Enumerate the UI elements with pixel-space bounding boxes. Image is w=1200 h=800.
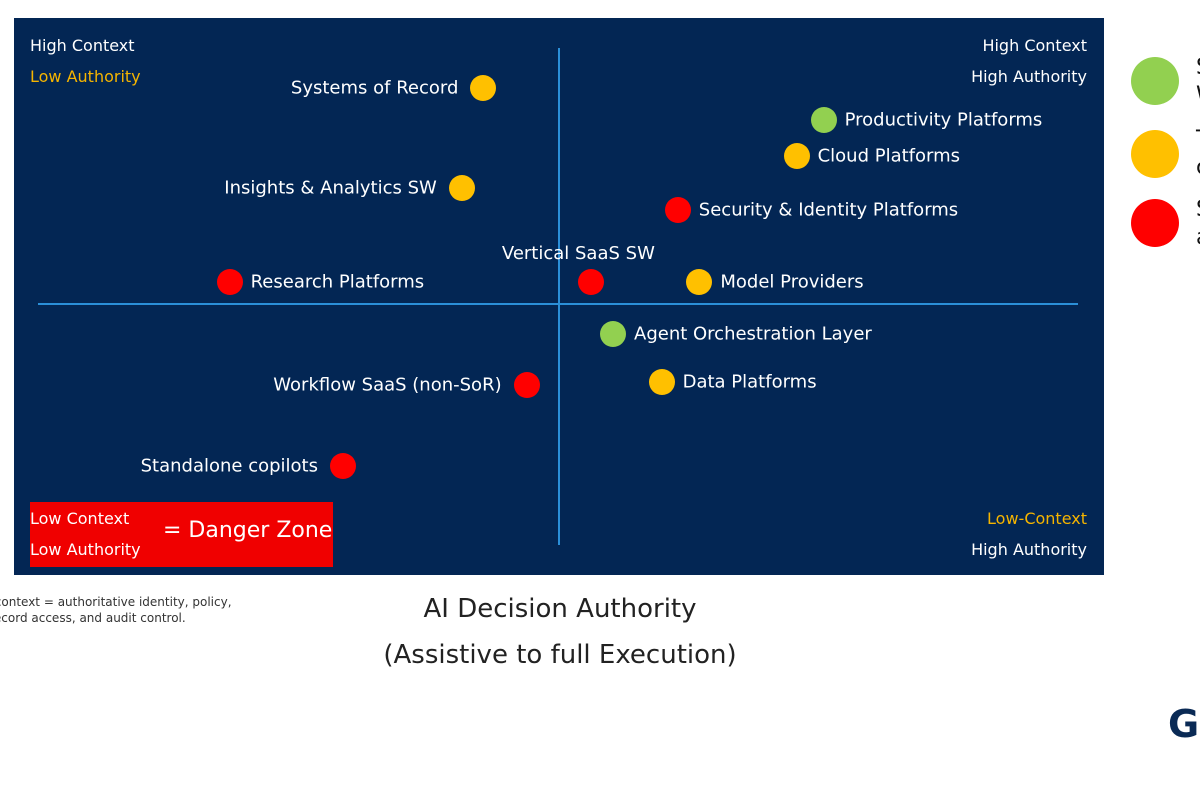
legend-red-line-2: a	[1196, 224, 1200, 252]
brand-logo-text: G	[1168, 702, 1200, 746]
legend-yellow-text: T c	[1196, 126, 1200, 182]
data-point-label: Cloud Platforms	[817, 145, 961, 166]
footnote-line-2: of-record access, and audit control.	[0, 611, 186, 625]
data-point-marker	[470, 75, 497, 101]
legend-yellow-line-2: c	[1196, 154, 1200, 182]
data-point-marker	[513, 372, 540, 398]
data-point-label: Vertical SaaS SW	[501, 243, 655, 265]
footnote-line-1: ise context = authoritative identity, po…	[0, 595, 232, 609]
danger-zone-box: Low Context Low Authority = Danger Zone	[30, 502, 333, 567]
data-point-label: Security & Identity Platforms	[698, 199, 959, 220]
data-point-label: Standalone copilots	[140, 455, 318, 477]
x-axis-title: AI Decision Authority	[423, 594, 697, 624]
data-point-marker	[783, 142, 810, 169]
data-point-marker	[648, 369, 675, 396]
data-point-marker	[600, 320, 626, 347]
data-point-label: Insights & Analytics SW	[224, 177, 437, 199]
data-point-label: Agent Orchestration Layer	[634, 323, 872, 345]
legend-red-text: S a	[1196, 196, 1200, 252]
data-point-marker	[578, 269, 605, 296]
data-point-marker	[664, 196, 691, 223]
legend-green-dot	[1131, 57, 1179, 105]
legend-green-text: S W	[1196, 54, 1200, 110]
data-point-marker	[810, 107, 837, 134]
horizontal-axis-line	[38, 303, 1078, 305]
quadrant-label-top-right-authority: High Authority	[971, 67, 1087, 86]
data-point-marker	[216, 269, 243, 296]
danger-zone-label: = Danger Zone	[163, 518, 333, 543]
legend-red-dot	[1131, 199, 1179, 247]
quadrant-label-bottom-left-authority: Low Authority	[30, 540, 141, 559]
quadrant-label-bottom-right-authority: High Authority	[971, 540, 1087, 559]
data-point-label: Model Providers	[720, 271, 864, 293]
data-point-marker	[330, 453, 356, 479]
data-point-marker	[448, 174, 475, 201]
legend-yellow-line-1: T	[1196, 126, 1200, 154]
legend-red-line-1: S	[1196, 196, 1200, 224]
data-point-label: Workflow SaaS (non-SoR)	[273, 374, 502, 396]
quadrant-label-bottom-right-context: Low-Context	[987, 509, 1087, 528]
quadrant-label-top-left-authority: Low Authority	[30, 67, 141, 86]
legend-green-line-1: S	[1196, 54, 1200, 82]
vertical-axis-line	[558, 48, 560, 545]
legend-yellow-dot	[1131, 130, 1179, 178]
data-point-label: Data Platforms	[682, 371, 817, 393]
data-point-label: Systems of Record	[290, 77, 459, 99]
footnote: ise context = authoritative identity, po…	[0, 594, 232, 626]
quadrant-plot: High Context Low Authority High Context …	[14, 18, 1104, 575]
quadrant-label-top-left-context: High Context	[30, 36, 135, 55]
data-point-label: Research Platforms	[250, 271, 425, 293]
legend-green-line-2: W	[1196, 82, 1200, 110]
quadrant-label-bottom-left-context: Low Context	[30, 509, 130, 528]
x-axis-subtitle: (Assistive to full Execution)	[383, 640, 737, 670]
data-point-marker	[686, 269, 713, 296]
data-point-label: Productivity Platforms	[844, 109, 1043, 131]
quadrant-label-top-right-context: High Context	[982, 36, 1087, 55]
